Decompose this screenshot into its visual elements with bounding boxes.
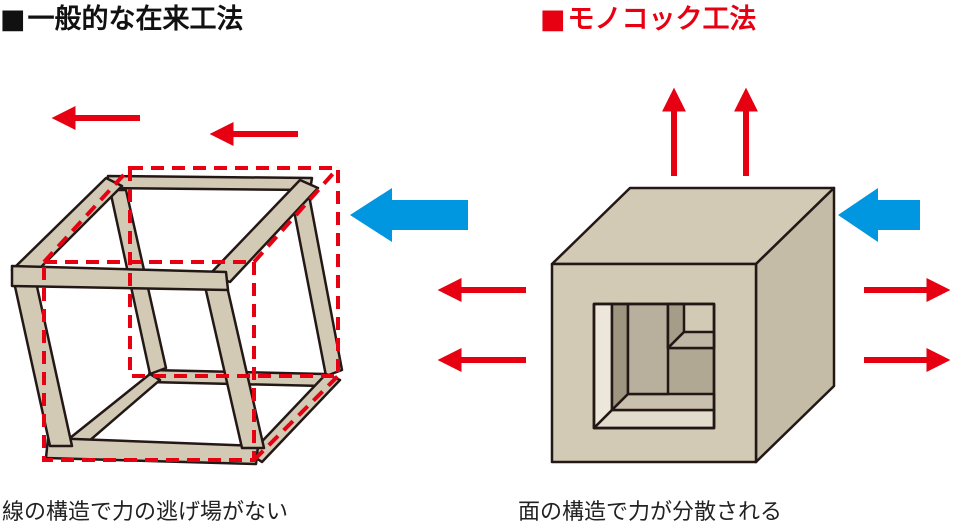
frame-beam: [10, 264, 230, 292]
dashed-edge: [42, 166, 132, 264]
dispersal-arrows: [437, 87, 951, 372]
monocoque-method-heading: ■モノコック工法: [540, 0, 757, 40]
frame-beam: [288, 188, 344, 378]
monocoque-method-caption: 面の構造で力が分散される: [518, 500, 783, 525]
conventional-method-caption: 線の構造で力の逃げ場がない: [2, 500, 289, 525]
monocoque-box: [550, 186, 836, 464]
heading-square-marker: ■: [0, 4, 26, 35]
dashed-back-face: [128, 166, 340, 378]
box-opening: [592, 302, 716, 430]
frame-beam: [44, 436, 260, 466]
heading-square-marker: ■: [540, 4, 566, 35]
frame-beam: [104, 174, 314, 192]
dashed-edge: [252, 166, 340, 264]
left-force-arrows: [51, 106, 298, 146]
blue-push-arrow-icon: [838, 188, 920, 242]
blue-push-arrow-icon: [350, 188, 468, 242]
conventional-method-heading: ■一般的な在来工法: [0, 0, 244, 40]
deformation-dashed-outline: [42, 166, 340, 462]
conventional-method-title: 一般的な在来工法: [27, 4, 244, 35]
monocoque-method-title: モノコック工法: [567, 4, 757, 35]
